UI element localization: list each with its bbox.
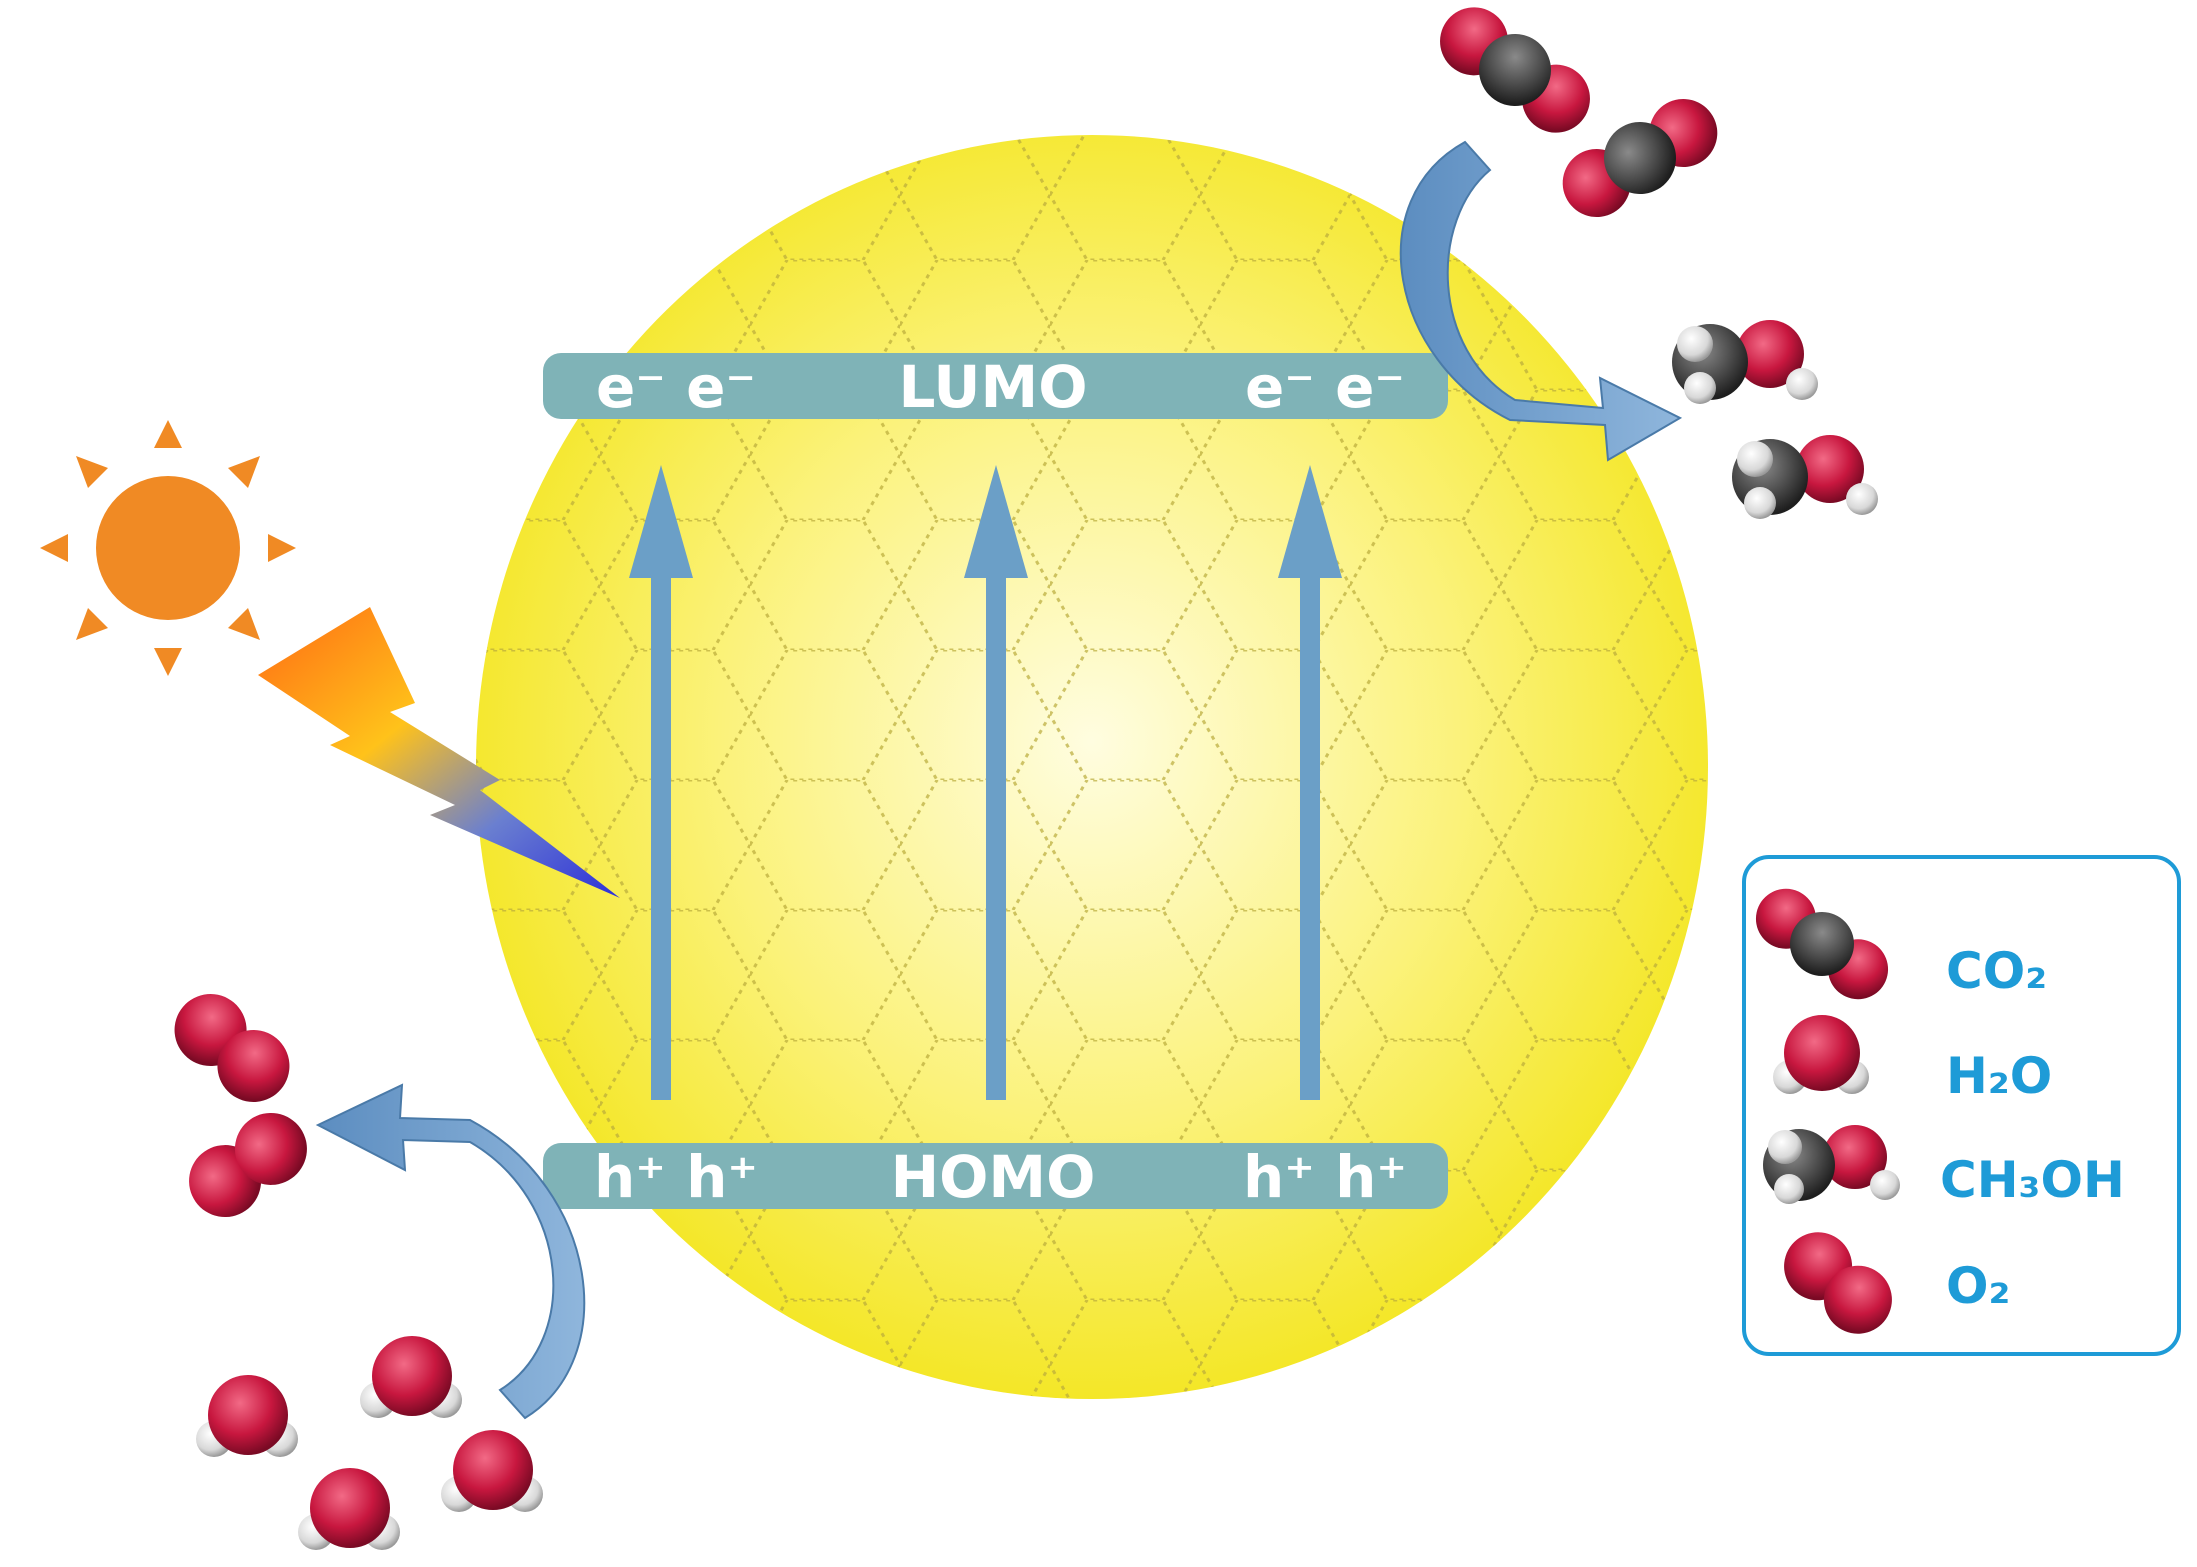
homo-band: h⁺ h⁺ HOMO h⁺ h⁺ — [543, 1143, 1448, 1211]
o2-molecule-icon — [189, 1112, 307, 1218]
excitation-arrows — [629, 465, 1342, 1100]
h2o-molecule-icon — [196, 1375, 298, 1457]
h2o-molecule-icon — [441, 1430, 543, 1512]
excitation-arrow-left — [629, 465, 693, 1100]
legend-h2o-label: H₂O — [1946, 1047, 2052, 1105]
light-bolt-icon — [258, 607, 620, 898]
catalyst-sphere — [476, 135, 1708, 1399]
legend-ch3oh-icon — [1763, 1125, 1900, 1204]
co2-molecule-icon — [1440, 7, 1590, 133]
homo-center-label: HOMO — [891, 1143, 1096, 1211]
legend-co2-icon — [1755, 888, 1889, 1000]
legend-o2-label: O₂ — [1946, 1257, 2010, 1315]
sun-icon — [40, 420, 296, 676]
homo-left-label: h⁺ h⁺ — [594, 1143, 758, 1211]
oxidation-arrow-icon — [315, 1083, 586, 1420]
reduction-arrow-icon — [1399, 140, 1683, 462]
h2o-molecule-icon — [298, 1468, 400, 1550]
o2-molecule-icon — [174, 994, 290, 1102]
co2-molecule-icon — [1562, 99, 1718, 217]
ch3oh-molecule-icon — [1672, 320, 1818, 404]
lumo-band: e⁻ e⁻ LUMO e⁻ e⁻ — [543, 353, 1448, 421]
legend: CO₂ H₂O CH₃OH O₂ — [1742, 855, 2181, 1356]
h2o-molecule-icon — [360, 1336, 462, 1418]
legend-h2o-icon — [1773, 1015, 1869, 1094]
legend-ch3oh-label: CH₃OH — [1940, 1151, 2125, 1209]
homo-right-label: h⁺ h⁺ — [1243, 1143, 1407, 1211]
legend-co2-label: CO₂ — [1946, 942, 2047, 1000]
excitation-arrow-center — [964, 465, 1028, 1100]
lumo-left-label: e⁻ e⁻ — [596, 353, 756, 421]
lumo-center-label: LUMO — [898, 353, 1087, 421]
legend-o2-icon — [1784, 1232, 1892, 1334]
lumo-right-label: e⁻ e⁻ — [1245, 353, 1405, 421]
ch3oh-molecule-icon — [1732, 435, 1878, 519]
excitation-arrow-right — [1278, 465, 1342, 1100]
